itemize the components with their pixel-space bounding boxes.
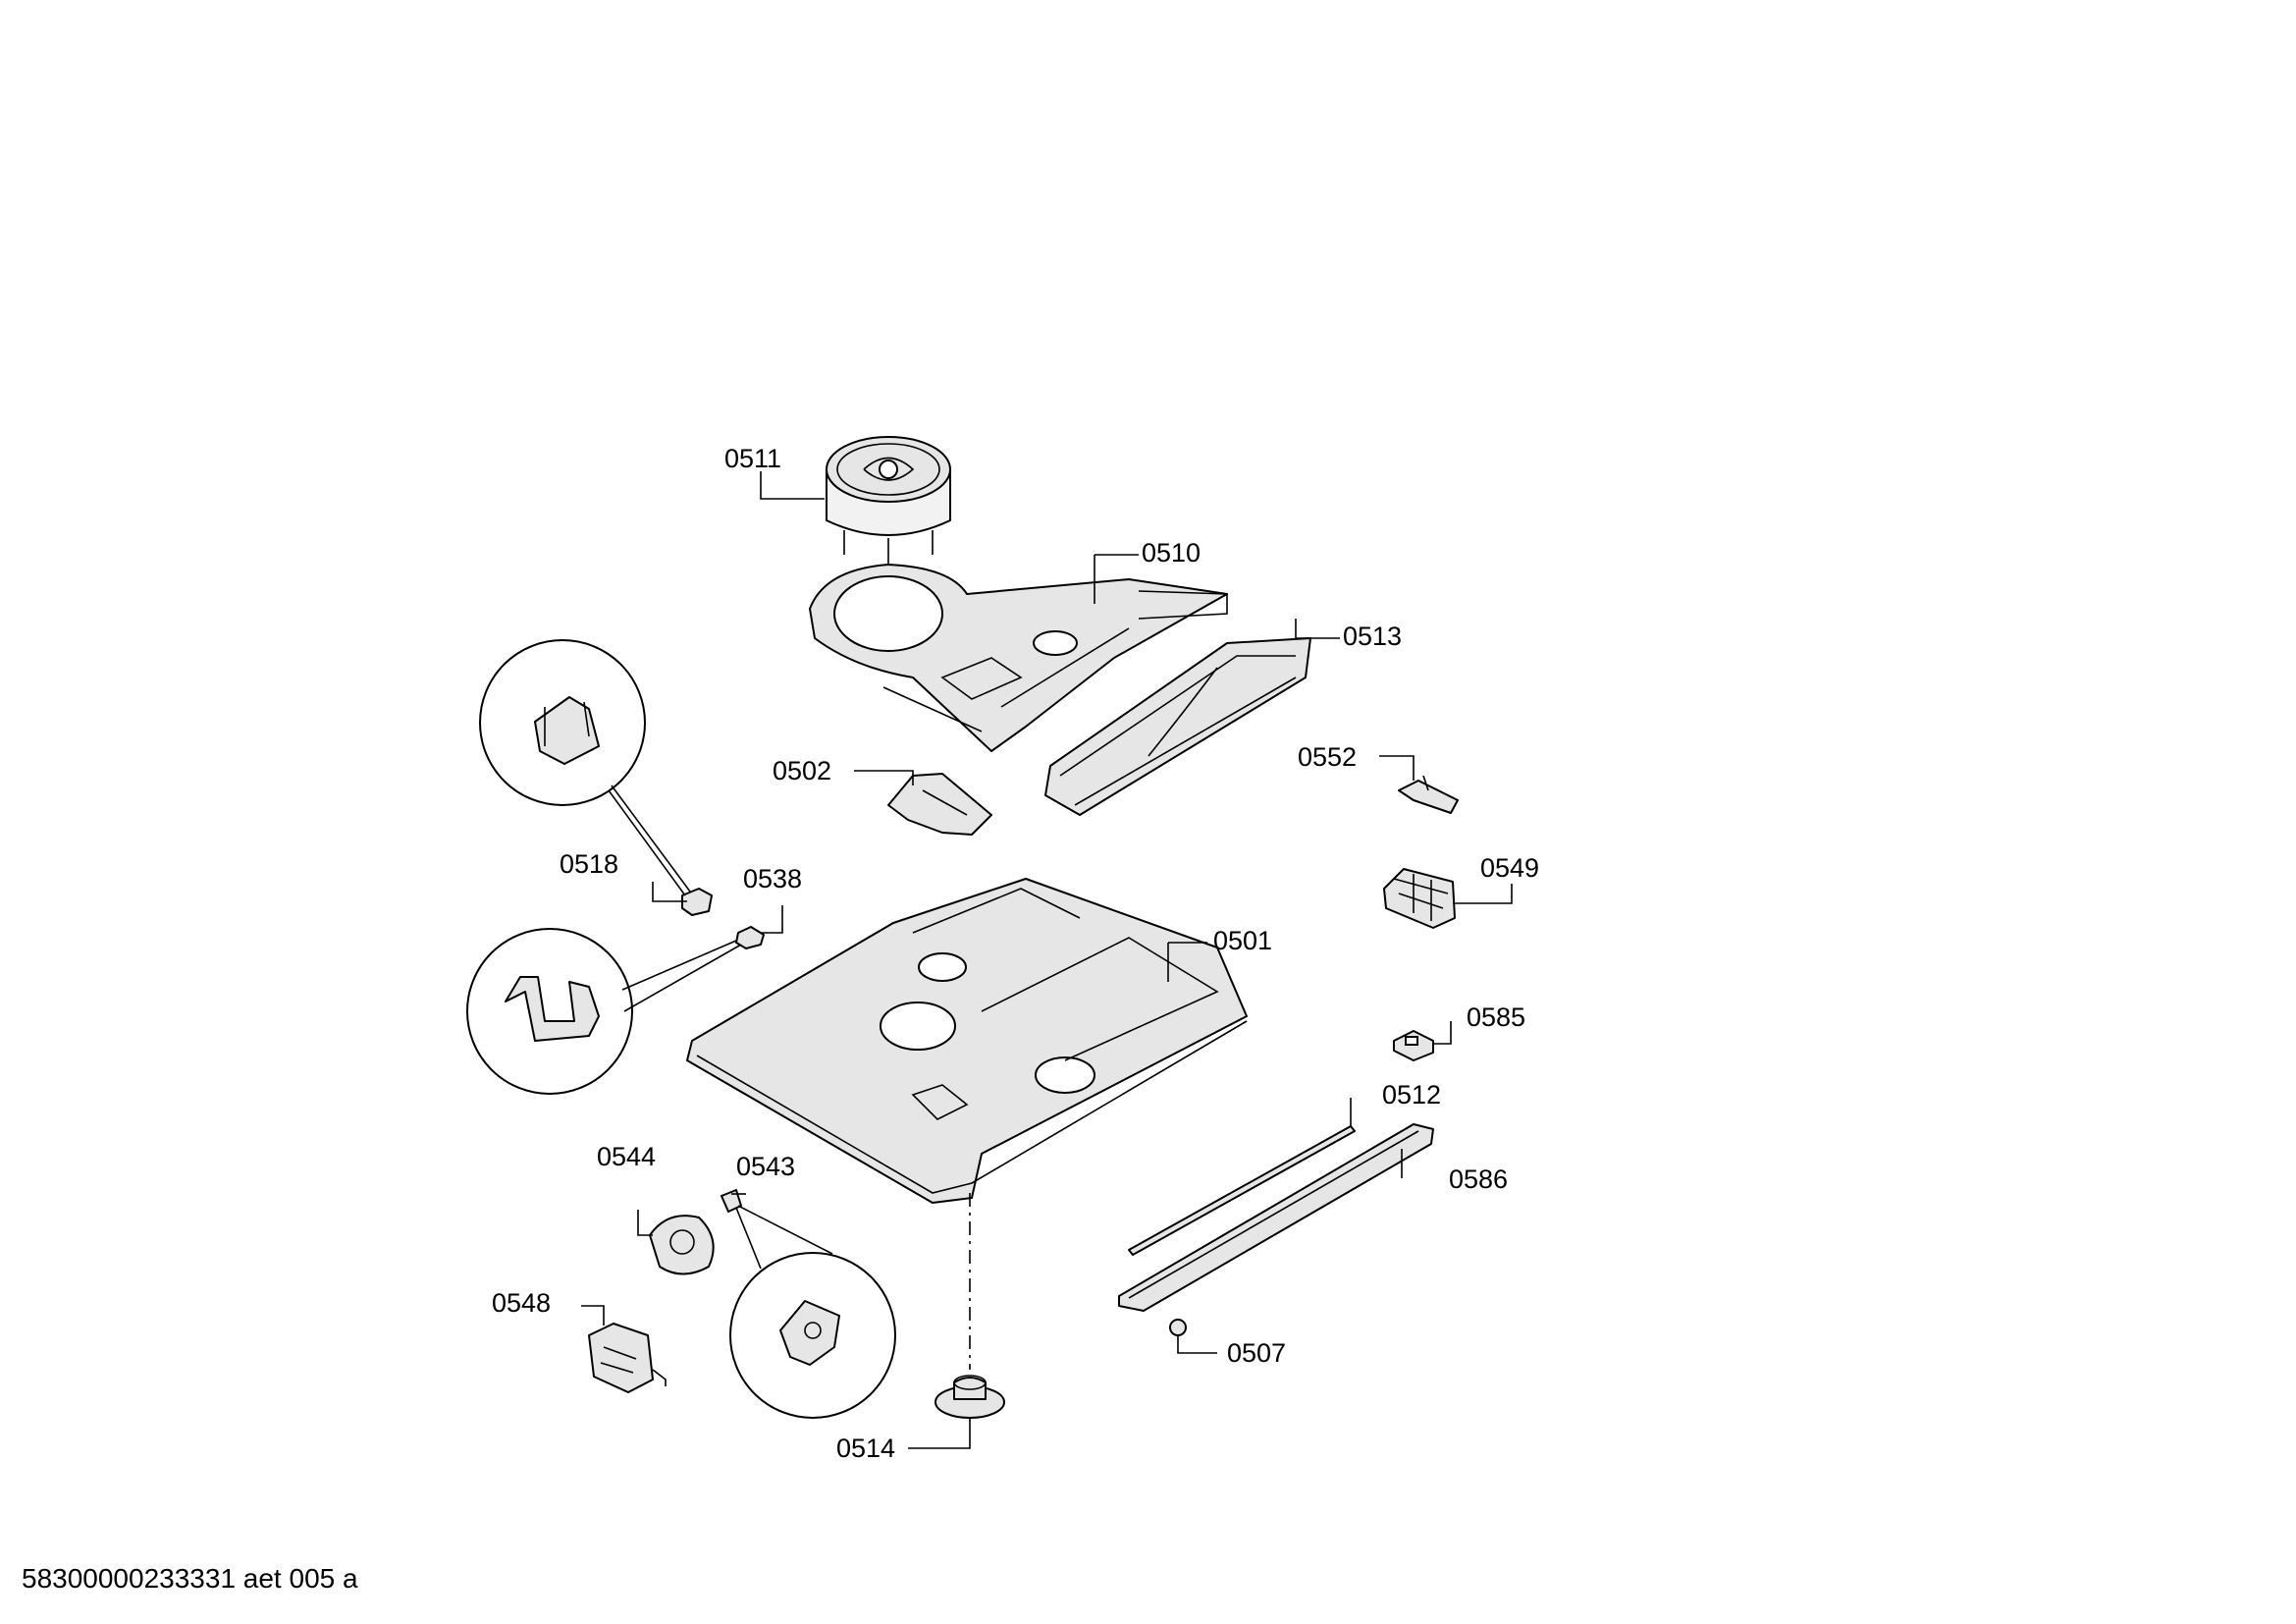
part-0512-rod[interactable] [1128,1125,1356,1256]
label-0544: 0544 [597,1142,656,1171]
part-0585-clip[interactable] [1393,1030,1434,1061]
leader-lines [581,471,1513,1449]
label-0518: 0518 [560,849,618,879]
part-0511-fan-wheel[interactable] [826,436,951,565]
label-0552: 0552 [1298,742,1357,772]
part-0538-clip[interactable] [735,926,765,949]
label-0501: 0501 [1213,926,1272,955]
part-0543-sensor[interactable] [721,1189,742,1213]
label-0585: 0585 [1467,1002,1525,1032]
document-id: 58300000233331 aet 005 a [22,1563,358,1594]
part-0518-clip[interactable] [681,888,713,916]
label-0548: 0548 [492,1288,551,1318]
zoom-callout-0538 [466,928,742,1095]
label-0538: 0538 [743,864,802,893]
label-0502: 0502 [773,756,831,785]
part-0510-air-duct[interactable] [809,564,1228,752]
part-0552-clip[interactable] [1398,775,1459,814]
part-0586-guide-rail[interactable] [1118,1123,1434,1312]
part-0502-bracket[interactable] [887,773,992,836]
label-0513: 0513 [1343,622,1402,651]
part-labels: 0511 0510 0513 0502 0552 0549 0501 0585 … [492,444,1539,1463]
label-0511: 0511 [724,444,781,473]
zoom-callout-0518 [479,639,691,896]
part-0501-base-plate[interactable] [686,878,1248,1204]
label-0586: 0586 [1449,1164,1508,1194]
part-0544-motor[interactable] [649,1215,715,1275]
label-0549: 0549 [1480,853,1539,883]
label-0512: 0512 [1382,1080,1441,1110]
label-0543: 0543 [736,1152,795,1181]
label-0514: 0514 [836,1434,895,1463]
part-0514-foot[interactable] [934,1193,1005,1419]
part-0507-ring[interactable] [1169,1319,1187,1336]
part-0548-module[interactable] [588,1323,667,1393]
label-0510: 0510 [1142,538,1201,568]
part-0549-connector-block[interactable] [1383,868,1456,929]
label-0507: 0507 [1227,1338,1286,1368]
zoom-callout-0543 [729,1205,896,1419]
part-0513-side-channel[interactable] [1044,637,1311,816]
